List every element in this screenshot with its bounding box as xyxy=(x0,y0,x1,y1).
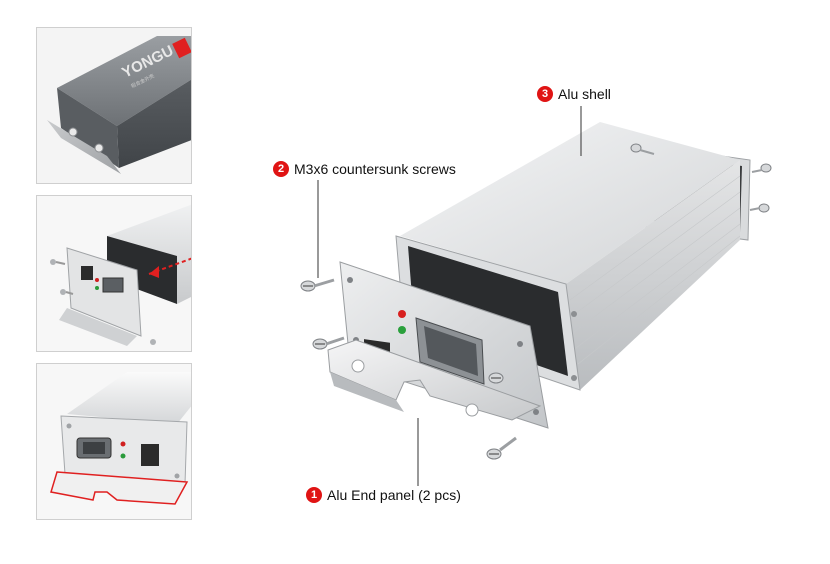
callout-screws: 2 M3x6 countersunk screws xyxy=(273,161,456,177)
flange-highlight-illustration xyxy=(50,372,191,505)
callout-number-badge: 2 xyxy=(273,161,289,177)
callout-number-badge: 3 xyxy=(537,86,553,102)
callout-leader-lines xyxy=(317,106,582,486)
callout-label: M3x6 countersunk screws xyxy=(294,161,456,177)
callout-number-badge: 1 xyxy=(306,487,322,503)
thumbnail-flange-highlight xyxy=(36,363,192,520)
alu-end-panel xyxy=(327,261,549,429)
countersunk-screws xyxy=(300,143,772,460)
callout-end-panel: 1 Alu End panel (2 pcs) xyxy=(306,487,461,503)
dark-enclosure-illustration: YONGU 铝合金外壳 xyxy=(47,36,191,174)
thumbnail-dark-enclosure: YONGU 铝合金外壳 xyxy=(36,27,192,184)
callout-alu-shell: 3 Alu shell xyxy=(537,86,611,102)
thumbnail-panel-insertion xyxy=(36,195,192,352)
callout-label: Alu End panel (2 pcs) xyxy=(327,487,461,503)
panel-insertion-illustration xyxy=(50,204,191,346)
callout-label: Alu shell xyxy=(558,86,611,102)
